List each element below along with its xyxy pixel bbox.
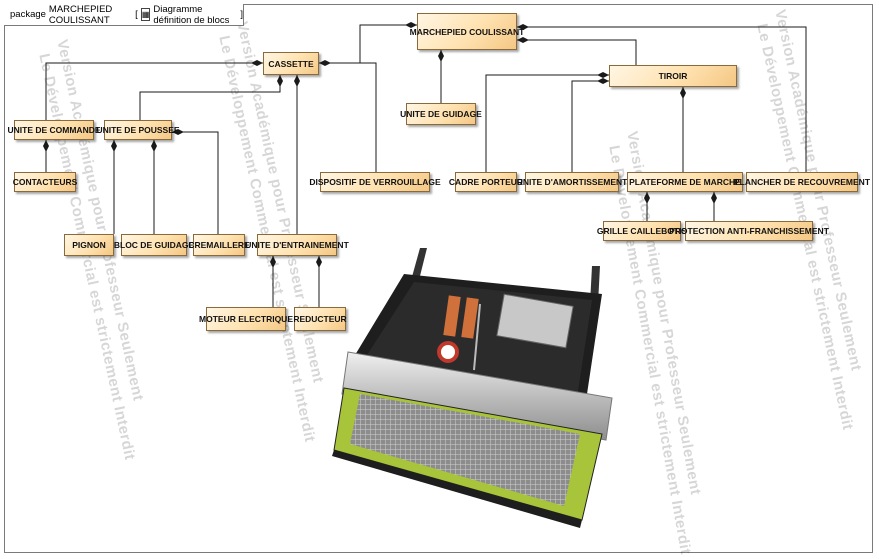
block-bloc-de-guidage[interactable]: BLOC DE GUIDAGE <box>114 234 194 256</box>
diagram-header: package MARCHEPIED COULISSANT [ ▦ Diagra… <box>4 4 244 26</box>
block-protection-anti-franchissement[interactable]: PROTECTION ANTI-FRANCHISSEMENT <box>669 221 829 241</box>
package-keyword: package <box>10 9 46 20</box>
front-bar <box>341 351 613 441</box>
block-unite-de-commande[interactable]: UNITE DE COMMANDE <box>7 120 101 140</box>
block-reducteur[interactable]: REDUCTEUR <box>293 307 347 331</box>
block-contacteurs[interactable]: CONTACTEURS <box>13 172 77 192</box>
marchepied-photo <box>332 248 613 528</box>
block-plancher-de-recouvrement[interactable]: PLANCHER DE RECOUVREMENT <box>734 172 870 192</box>
block-unite-d-amortissement[interactable]: UNITE D'AMORTISSEMENT <box>517 172 627 192</box>
diagram-kind: Diagramme définition de blocs <box>153 3 230 26</box>
rail-left <box>410 248 427 284</box>
block-grille-caillebotis[interactable]: GRILLE CAILLEBOTIS <box>597 221 687 241</box>
block-pignon[interactable]: PIGNON <box>64 234 114 256</box>
block-tiroir[interactable]: TIROIR <box>609 65 737 87</box>
block-marchepied-coulissant[interactable]: MARCHEPIED COULISSANT <box>410 13 524 50</box>
block-cassette[interactable]: CASSETTE <box>263 52 319 75</box>
block-cadre-porteur[interactable]: CADRE PORTEUR <box>449 172 523 192</box>
motor-part <box>443 295 461 337</box>
package-name: MARCHEPIED COULISSANT <box>48 3 113 26</box>
grille <box>350 394 580 506</box>
gearbox <box>496 293 574 349</box>
block-unite-de-guidage[interactable]: UNITE DE GUIDAGE <box>400 103 482 125</box>
block-dispositif-de-verrouillage[interactable]: DISPOSITIF DE VERROUILLAGE <box>309 172 441 192</box>
block-cremaillere[interactable]: CREMAILLERE <box>188 234 250 256</box>
block-plateforme-de-marche[interactable]: PLATEFORME DE MARCHE <box>627 172 743 192</box>
diagram-type-icon: ▦ <box>140 8 151 21</box>
block-unite-d-entrainement[interactable]: UNITE D'ENTRAINEMENT <box>245 234 349 256</box>
block-unite-de-poussee[interactable]: UNITE DE POUSSEE <box>96 120 180 140</box>
block-moteur-electrique[interactable]: MOTEUR ELECTRIQUE <box>199 307 293 331</box>
